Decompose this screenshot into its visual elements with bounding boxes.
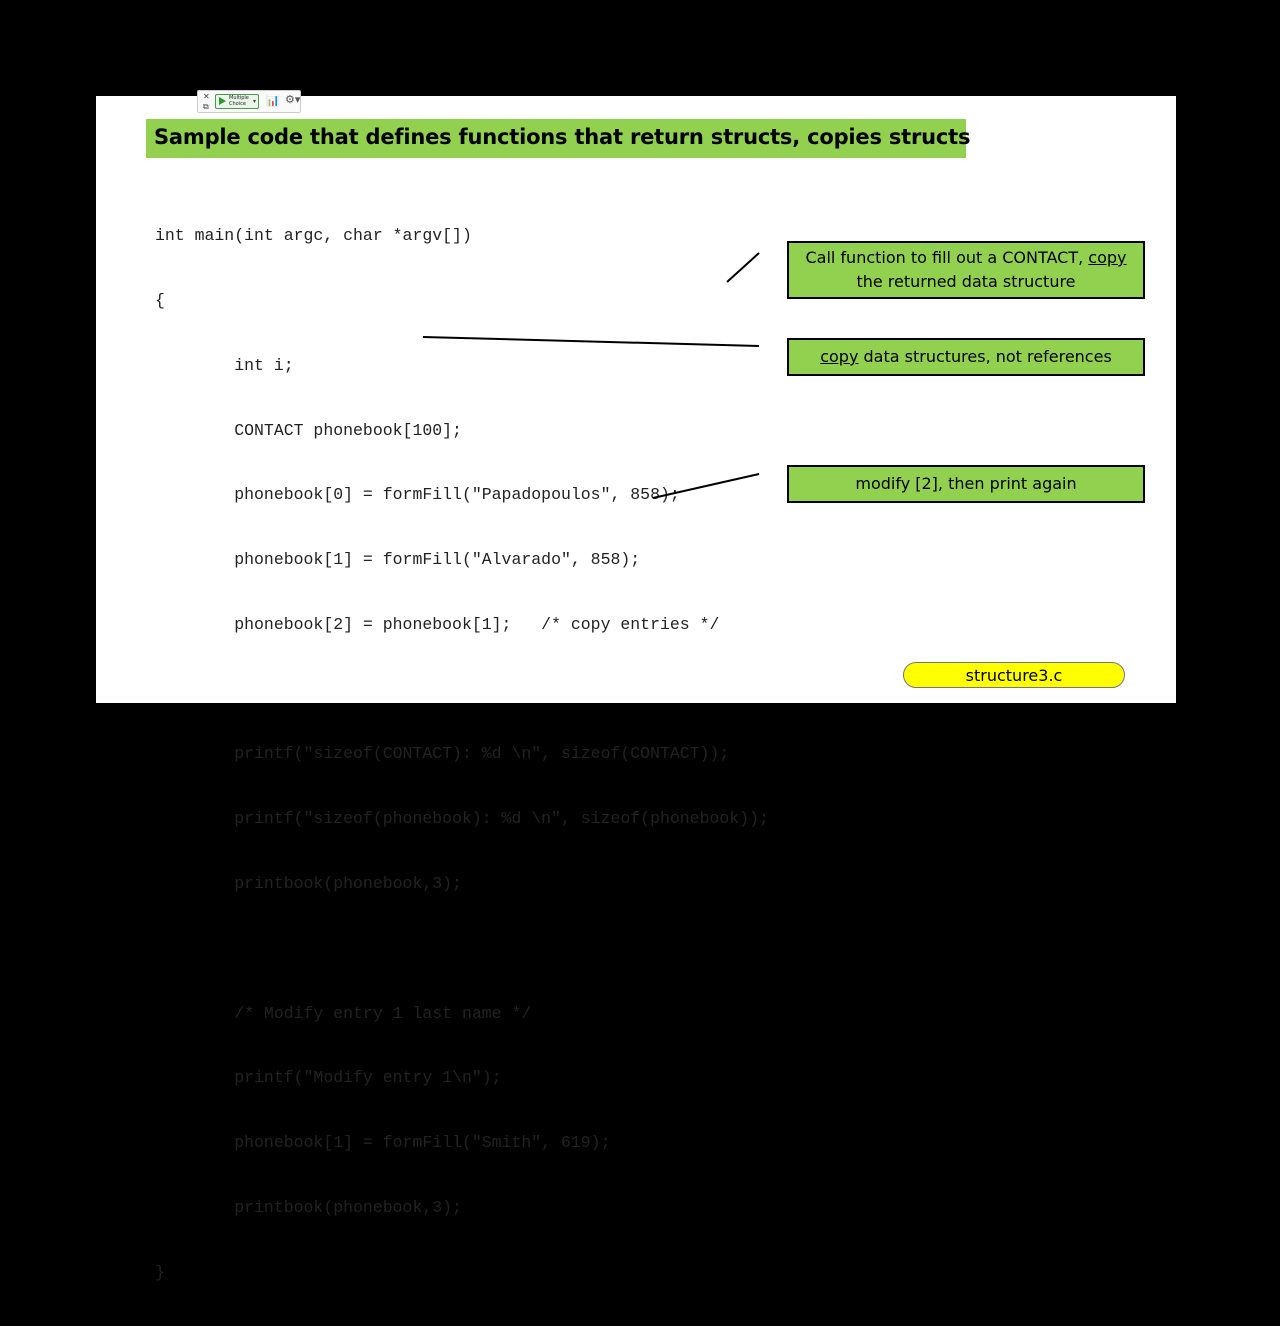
code-line: [155, 938, 769, 960]
bar-chart-icon[interactable]: 📊: [266, 95, 280, 107]
callout-copy-text: data structures, not references: [858, 347, 1112, 366]
code-block: int main(int argc, char *argv[]) { int i…: [155, 182, 769, 1326]
code-line: phonebook[1] = formFill("Smith", 619);: [155, 1133, 611, 1153]
filename-badge: structure3.c: [903, 662, 1125, 688]
callout-modify-text: modify [2], then print again: [855, 474, 1077, 493]
callout-copy-underlined: copy: [820, 347, 859, 366]
close-icon[interactable]: ✕: [203, 92, 210, 101]
code-line: [155, 679, 769, 701]
code-line: printf("sizeof(phonebook): %d \n", sizeo…: [155, 809, 769, 829]
code-line: printf("sizeof(CONTACT): %d \n", sizeof(…: [155, 744, 730, 764]
callout-copy-structures: copy data structures, not references: [787, 338, 1145, 376]
code-line: }: [155, 1262, 165, 1282]
slide-title-banner: Sample code that defines functions that …: [146, 119, 970, 158]
play-icon: [219, 97, 226, 105]
filename-label: structure3.c: [965, 665, 1063, 685]
callout-fill-contact-text: Call function to fill out a CONTACT,: [805, 248, 1089, 267]
code-line: {: [155, 290, 165, 310]
multiple-choice-label: Multiple Choice: [229, 95, 249, 107]
code-line: printbook(phonebook,3);: [155, 874, 462, 893]
poll-toolbar: ✕ ⧉ Multiple Choice ▾ 📊 ⚙▾: [197, 90, 301, 113]
pin-icon[interactable]: ⧉: [203, 102, 209, 111]
code-line: printf("Modify entry 1\n");: [155, 1068, 502, 1088]
code-line: phonebook[0] = formFill("Papadopoulos", …: [155, 485, 680, 505]
gear-icon[interactable]: ⚙▾: [285, 94, 301, 106]
code-line: phonebook[1] = formFill("Alvarado", 858)…: [155, 550, 641, 570]
code-line: int main(int argc, char *argv[]): [155, 226, 472, 246]
code-line: /* Modify entry 1 last name */: [155, 1003, 532, 1023]
code-line: printbook(phonebook,3);: [155, 1197, 462, 1217]
callout-fill-contact-underlined: copy: [1088, 248, 1127, 267]
code-line: int i;: [155, 355, 294, 375]
multiple-choice-button[interactable]: Multiple Choice ▾: [215, 94, 259, 109]
callout-fill-contact-line2: the returned data structure: [856, 272, 1076, 291]
chevron-down-icon[interactable]: ▾: [253, 99, 257, 105]
code-line: CONTACT phonebook[100];: [155, 420, 462, 440]
callout-fill-contact: Call function to fill out a CONTACT, cop…: [787, 241, 1145, 299]
slide-title: Sample code that defines functions that …: [154, 125, 971, 149]
callout-modify-entry: modify [2], then print again: [787, 465, 1145, 503]
code-line: phonebook[2] = phonebook[1]; /* copy ent…: [155, 614, 720, 634]
slide: Sample code that defines functions that …: [96, 96, 1176, 1282]
